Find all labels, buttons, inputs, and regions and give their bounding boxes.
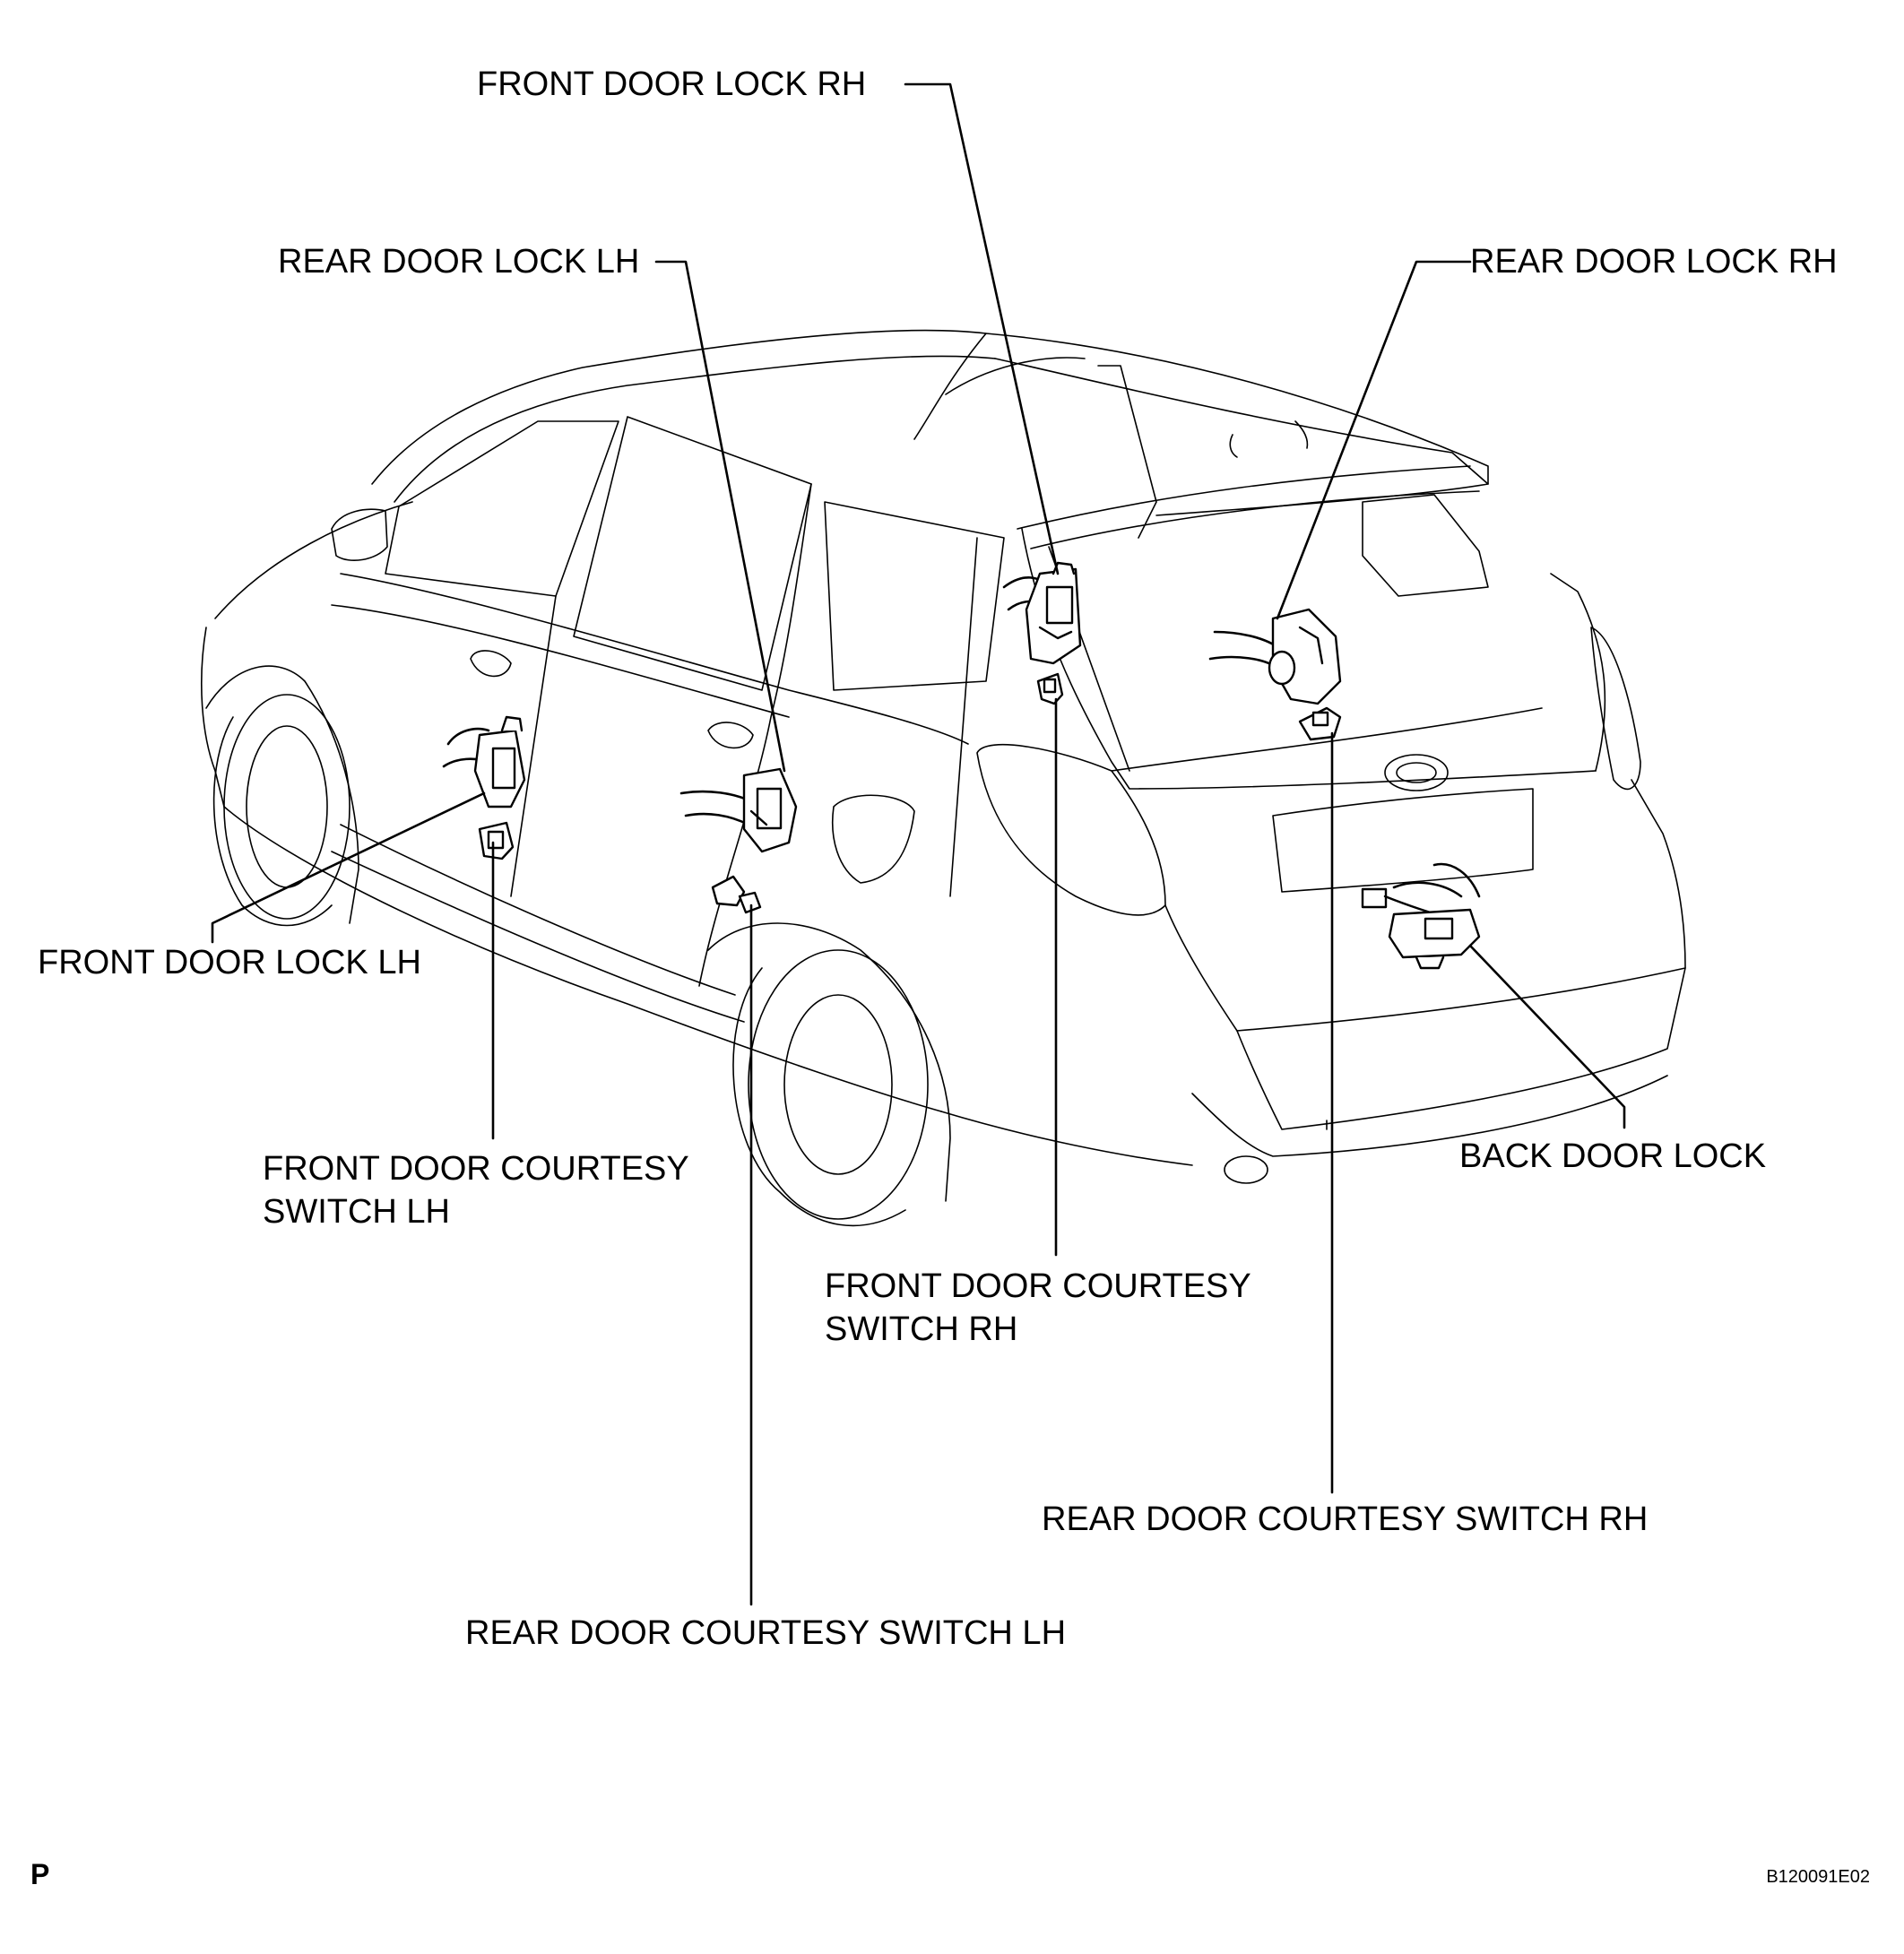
label-front-door-courtesy-switch-lh-line1: FRONT DOOR COURTESY	[263, 1150, 689, 1188]
front-door-lock-lh-part	[442, 715, 526, 808]
label-rear-door-lock-rh: REAR DOOR LOCK RH	[1470, 243, 1838, 281]
leader-lines	[211, 82, 1626, 1606]
vehicle-outline	[201, 329, 1686, 1227]
figure-code: B120091E02	[1766, 1867, 1870, 1887]
label-rear-door-courtesy-switch-rh: REAR DOOR COURTESY SWITCH RH	[1042, 1500, 1648, 1538]
label-back-door-lock: BACK DOOR LOCK	[1459, 1137, 1766, 1175]
front-door-courtesy-switch-rh-part	[1036, 672, 1064, 705]
rear-door-courtesy-switch-lh-part	[711, 875, 762, 914]
label-front-door-courtesy-switch-rh-line2: SWITCH RH	[825, 1310, 1017, 1348]
rear-door-lock-lh-part	[679, 767, 798, 853]
label-rear-door-courtesy-switch-lh: REAR DOOR COURTESY SWITCH LH	[465, 1614, 1066, 1652]
back-door-lock-part	[1361, 862, 1481, 970]
label-front-door-courtesy-switch-rh-line1: FRONT DOOR COURTESY	[825, 1267, 1251, 1305]
label-front-door-lock-rh: FRONT DOOR LOCK RH	[477, 65, 866, 103]
label-front-door-lock-lh: FRONT DOOR LOCK LH	[38, 944, 421, 981]
label-rear-door-lock-lh: REAR DOOR LOCK LH	[278, 243, 639, 281]
rear-door-lock-rh-part	[1208, 608, 1342, 705]
corner-mark-left: P	[30, 1858, 49, 1890]
front-door-courtesy-switch-lh-part	[478, 821, 515, 860]
rear-door-courtesy-switch-rh-part	[1298, 706, 1342, 741]
label-front-door-courtesy-switch-lh-line2: SWITCH LH	[263, 1193, 450, 1231]
front-door-lock-rh-part	[1002, 561, 1082, 665]
